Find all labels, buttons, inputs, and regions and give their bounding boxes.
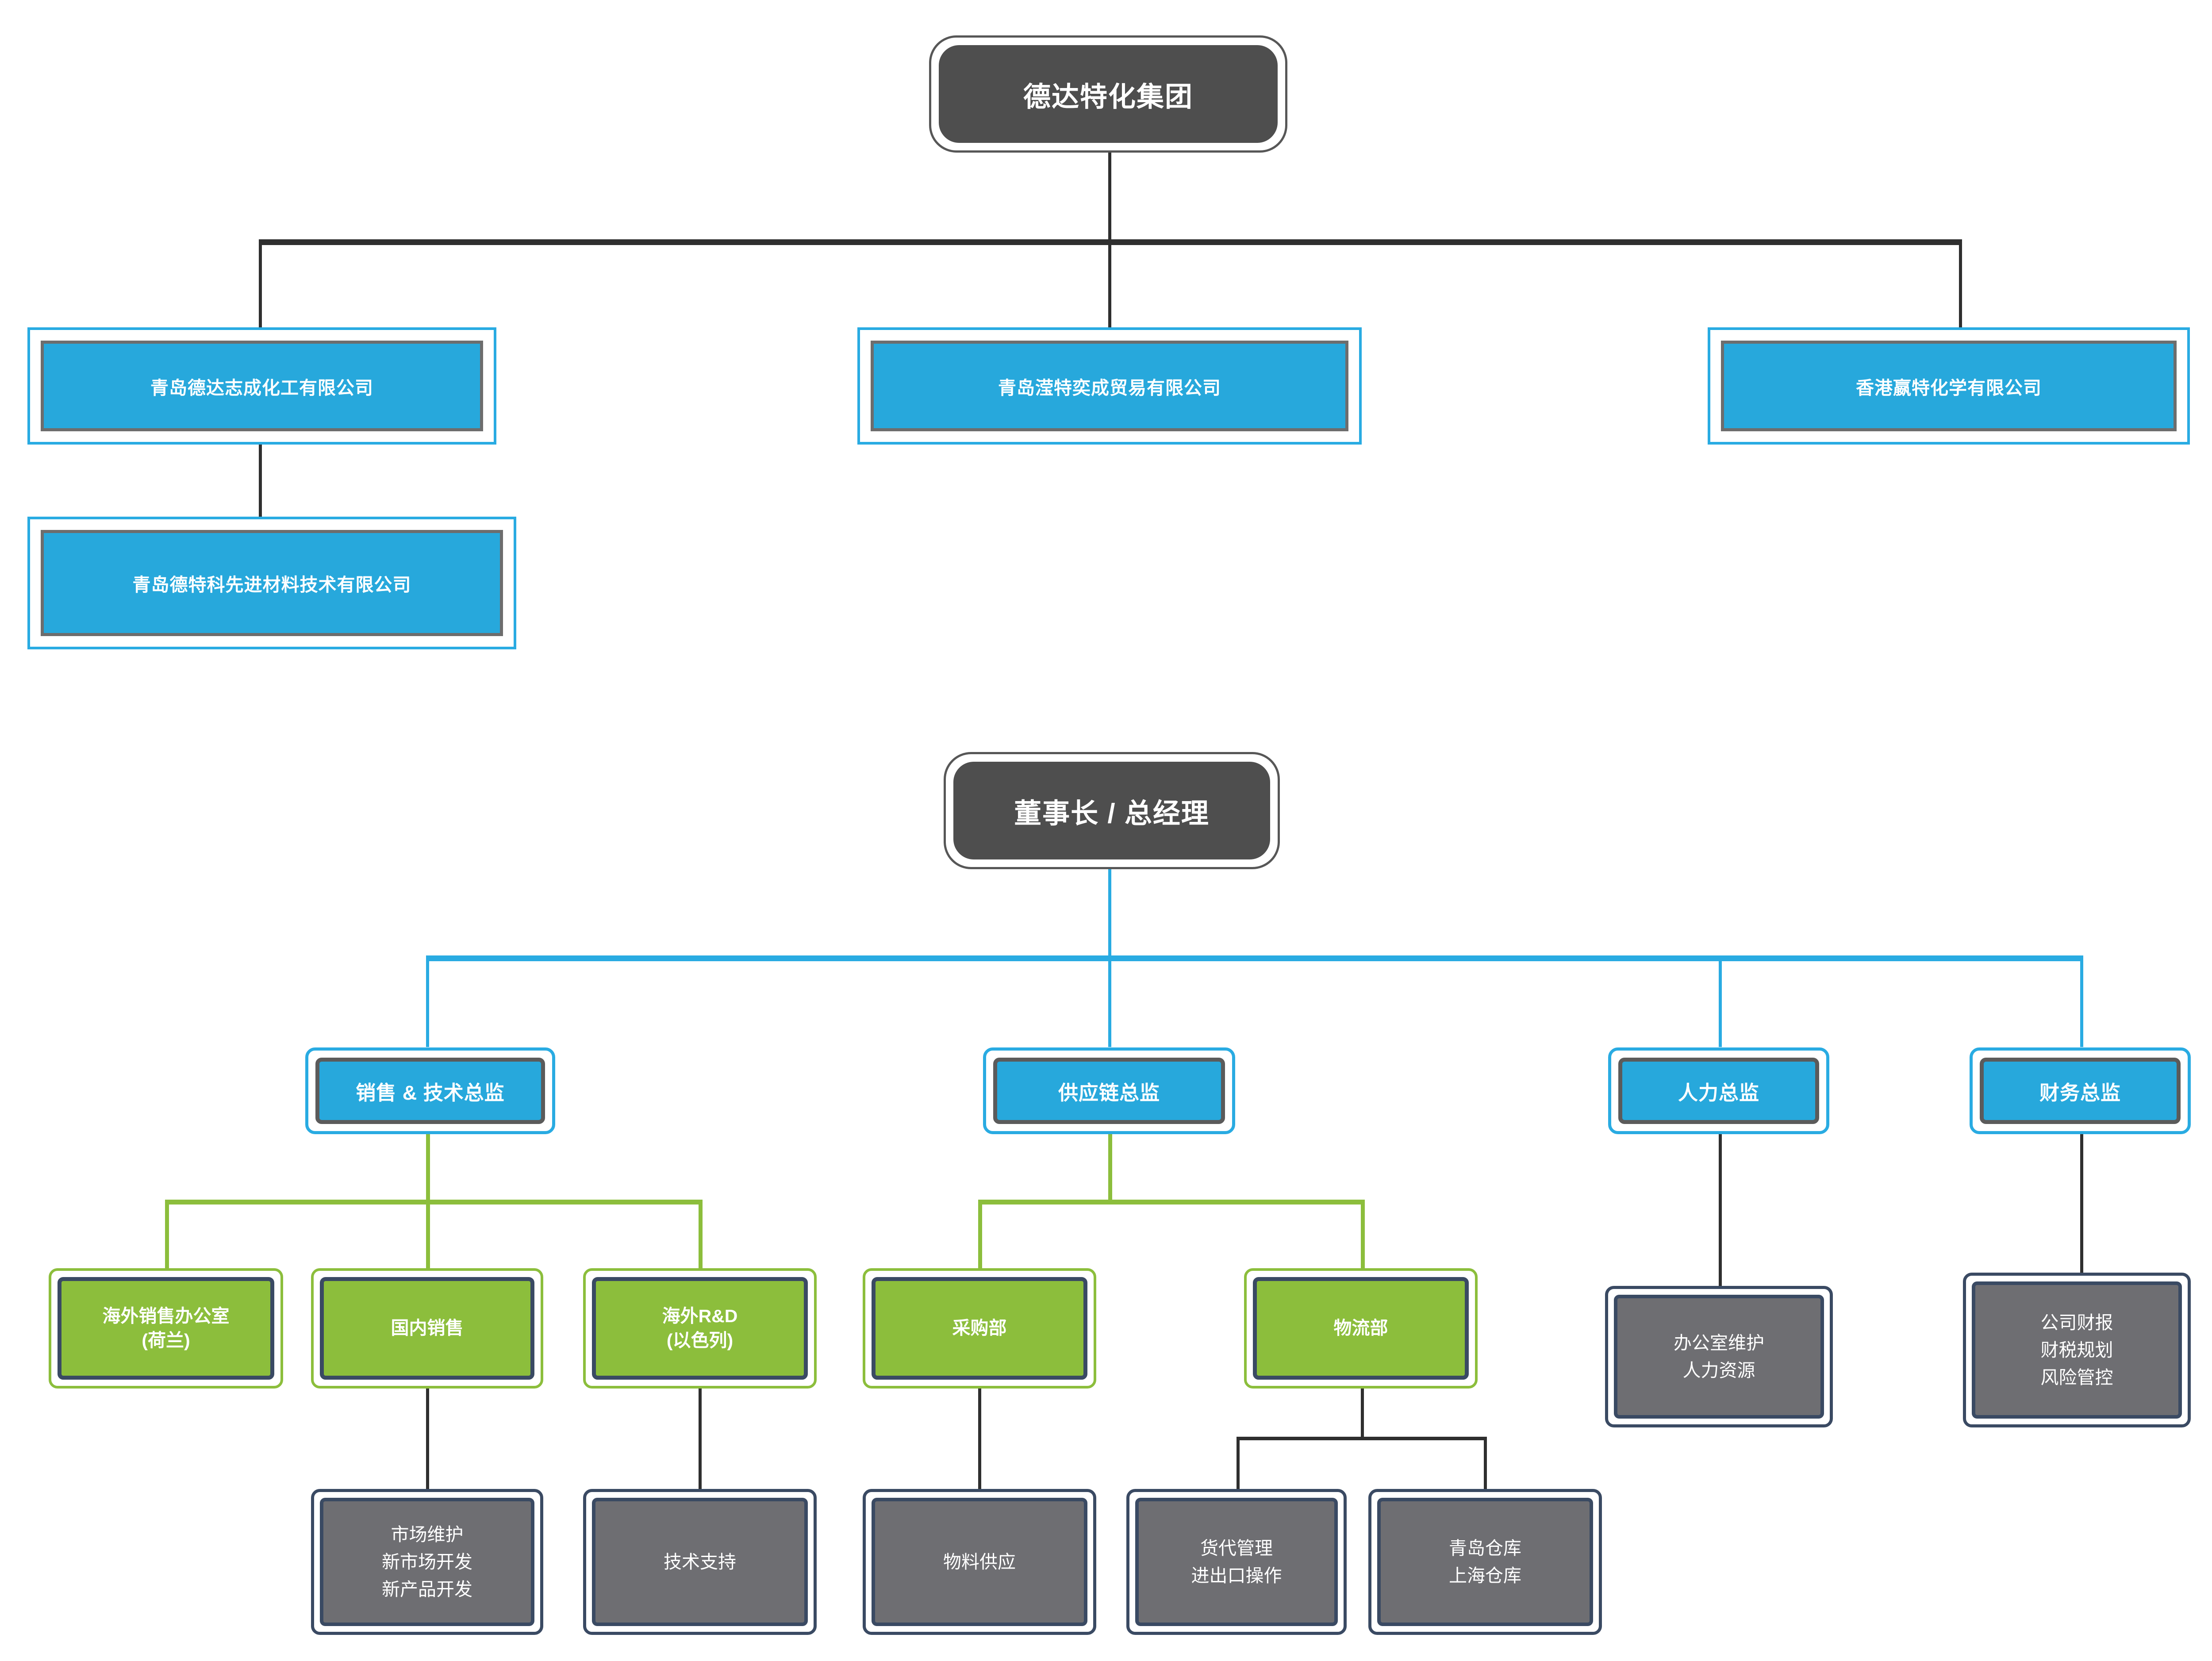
dept-overseas-rnd[interactable]: 海外R&D (以色列) <box>583 1268 817 1389</box>
leaf-finance-functions-line2: 财税规划 <box>2040 1339 2113 1360</box>
connector-director-3-drop <box>1719 955 1722 1047</box>
connector-logistics-left-drop <box>1237 1437 1240 1490</box>
connector-supply-stem <box>1108 1133 1112 1203</box>
director-sales-tech[interactable]: 销售 & 技术总监 <box>305 1047 555 1134</box>
dept-overseas-rnd-text: 海外R&D (以色列) <box>592 1277 808 1380</box>
connector-purchasing-leaf <box>978 1388 981 1489</box>
connector-gm-bus <box>426 955 2083 961</box>
leaf-office-hr-line1: 办公室维护 <box>1674 1332 1764 1353</box>
leaf-warehouses-line2: 上海仓库 <box>1449 1565 1521 1586</box>
node-sub-subsidiary[interactable]: 青岛德特科先进材料技术有限公司 <box>27 517 516 649</box>
director-hr[interactable]: 人力总监 <box>1608 1047 1829 1134</box>
dept-purchasing-text: 采购部 <box>872 1277 1087 1380</box>
connector-gm-stem <box>1108 868 1111 959</box>
connector-sub-subsidiary <box>259 442 262 518</box>
dept-domestic-sales-line1: 国内销售 <box>391 1318 464 1339</box>
leaf-finance-functions-line3: 风险管控 <box>2040 1367 2113 1388</box>
leaf-material-supply-line1: 物料供应 <box>943 1551 1016 1572</box>
connector-director-4-drop <box>2080 955 2083 1047</box>
connector-hr-drop <box>1719 1133 1722 1286</box>
leaf-technical-support-text: 技术支持 <box>592 1498 808 1626</box>
leaf-market-development-line1: 市场维护 <box>391 1524 464 1545</box>
dept-overseas-rnd-line1: 海外R&D <box>662 1305 738 1326</box>
leaf-finance-functions[interactable]: 公司财报 财税规划 风险管控 <box>1963 1273 2191 1427</box>
dept-overseas-sales-office[interactable]: 海外销售办公室 (荷兰) <box>49 1268 283 1389</box>
leaf-market-development-text: 市场维护 新市场开发 新产品开发 <box>320 1498 534 1626</box>
leaf-freight-import-export[interactable]: 货代管理 进出口操作 <box>1126 1489 1347 1635</box>
director-supply-chain[interactable]: 供应链总监 <box>983 1047 1235 1134</box>
leaf-material-supply-text: 物料供应 <box>872 1498 1087 1626</box>
dept-logistics[interactable]: 物流部 <box>1244 1268 1478 1389</box>
connector-domestic-sales-leaf <box>426 1388 429 1489</box>
director-finance-label: 财务总监 <box>1980 1058 2181 1124</box>
node-general-manager-label: 董事长 / 总经理 <box>953 762 1270 859</box>
dept-domestic-sales[interactable]: 国内销售 <box>311 1268 543 1389</box>
node-subsidiary-1[interactable]: 青岛德达志成化工有限公司 <box>27 327 496 445</box>
connector-logistics-stem <box>1361 1388 1364 1440</box>
leaf-market-development-line2: 新市场开发 <box>382 1551 472 1572</box>
node-subsidiary-3-label: 香港嬴特化学有限公司 <box>1721 341 2177 431</box>
leaf-office-hr-line2: 人力资源 <box>1682 1360 1755 1381</box>
connector-dept-4-drop <box>978 1200 982 1268</box>
dept-overseas-sales-office-line1: 海外销售办公室 <box>102 1305 230 1326</box>
leaf-warehouses-text: 青岛仓库 上海仓库 <box>1377 1498 1593 1626</box>
node-corporate-root-label: 德达特化集团 <box>939 45 1278 143</box>
node-corporate-root[interactable]: 德达特化集团 <box>929 35 1287 153</box>
node-subsidiary-2[interactable]: 青岛滢特奕成贸易有限公司 <box>857 327 1362 445</box>
connector-branch-mid <box>1108 239 1111 331</box>
node-general-manager[interactable]: 董事长 / 总经理 <box>944 752 1280 869</box>
director-finance[interactable]: 财务总监 <box>1970 1047 2191 1134</box>
connector-supply-bus <box>978 1200 1365 1205</box>
leaf-warehouses[interactable]: 青岛仓库 上海仓库 <box>1368 1489 1602 1635</box>
connector-sales-stem <box>426 1133 430 1203</box>
dept-overseas-rnd-line2: (以色列) <box>666 1330 733 1350</box>
leaf-office-hr[interactable]: 办公室维护 人力资源 <box>1605 1286 1833 1427</box>
dept-logistics-text: 物流部 <box>1253 1277 1469 1380</box>
leaf-finance-functions-line1: 公司财报 <box>2040 1312 2113 1333</box>
leaf-freight-import-export-line2: 进出口操作 <box>1191 1565 1282 1586</box>
node-subsidiary-1-label: 青岛德达志成化工有限公司 <box>41 341 483 431</box>
dept-purchasing-line1: 采购部 <box>952 1318 1007 1339</box>
connector-branch-right <box>1959 239 1962 331</box>
connector-dept-5-drop <box>1361 1200 1365 1268</box>
connector-logistics-bus <box>1237 1437 1487 1440</box>
leaf-freight-import-export-line1: 货代管理 <box>1200 1538 1273 1558</box>
node-sub-subsidiary-label: 青岛德特科先进材料技术有限公司 <box>41 530 503 636</box>
connector-rnd-leaf <box>699 1388 702 1489</box>
connector-dept-2-drop <box>426 1200 430 1268</box>
connector-root-stem <box>1108 151 1111 242</box>
director-sales-tech-label: 销售 & 技术总监 <box>315 1058 545 1124</box>
leaf-material-supply[interactable]: 物料供应 <box>863 1489 1096 1635</box>
leaf-market-development-line3: 新产品开发 <box>382 1579 472 1600</box>
connector-sales-bus <box>165 1200 703 1205</box>
connector-director-2-drop <box>1108 955 1111 1047</box>
director-hr-label: 人力总监 <box>1618 1058 1819 1124</box>
connector-branch-left <box>259 239 262 331</box>
connector-logistics-right-drop <box>1484 1437 1487 1490</box>
node-subsidiary-2-label: 青岛滢特奕成贸易有限公司 <box>871 341 1348 431</box>
dept-logistics-line1: 物流部 <box>1333 1318 1388 1339</box>
leaf-freight-import-export-text: 货代管理 进出口操作 <box>1135 1498 1338 1626</box>
leaf-market-development[interactable]: 市场维护 新市场开发 新产品开发 <box>311 1489 543 1635</box>
dept-purchasing[interactable]: 采购部 <box>863 1268 1096 1389</box>
leaf-office-hr-text: 办公室维护 人力资源 <box>1614 1295 1824 1419</box>
leaf-technical-support[interactable]: 技术支持 <box>583 1489 817 1635</box>
connector-finance-drop <box>2080 1133 2083 1286</box>
connector-dept-3-drop <box>699 1200 703 1268</box>
leaf-warehouses-line1: 青岛仓库 <box>1449 1538 1521 1558</box>
connector-director-1-drop <box>426 955 429 1047</box>
leaf-technical-support-line1: 技术支持 <box>664 1551 736 1572</box>
dept-overseas-sales-office-text: 海外销售办公室 (荷兰) <box>58 1277 274 1380</box>
node-subsidiary-3[interactable]: 香港嬴特化学有限公司 <box>1708 327 2190 445</box>
leaf-finance-functions-text: 公司财报 财税规划 风险管控 <box>1972 1281 2182 1419</box>
director-supply-chain-label: 供应链总监 <box>993 1058 1225 1124</box>
dept-domestic-sales-text: 国内销售 <box>320 1277 534 1380</box>
connector-dept-1-drop <box>165 1200 169 1268</box>
dept-overseas-sales-office-line2: (荷兰) <box>142 1330 190 1350</box>
